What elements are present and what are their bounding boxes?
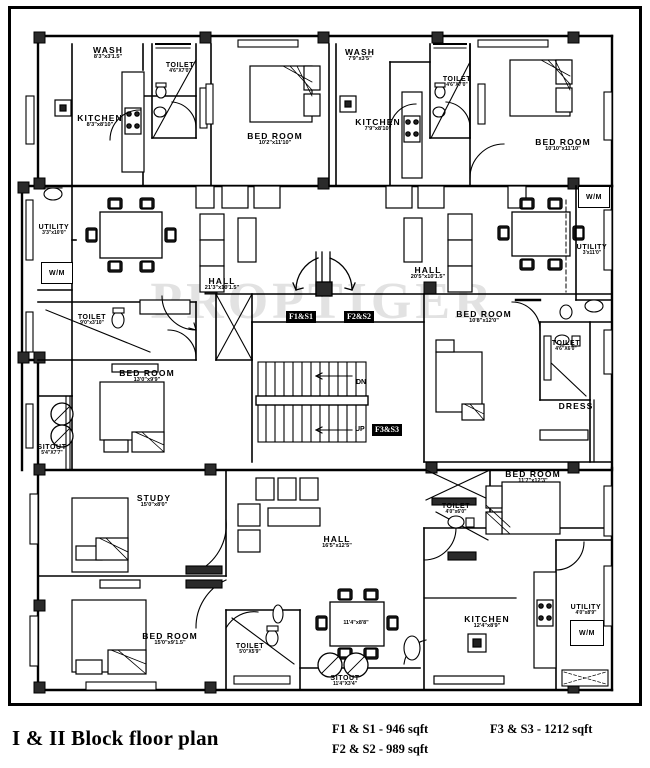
room-dim: 20'5"x10'1.5" <box>410 273 446 280</box>
room-name: WASH <box>93 45 123 55</box>
room-name: BED ROOM <box>142 631 198 641</box>
room-dim: 8'3"x8'10" <box>86 121 114 128</box>
room-name: TOILET <box>441 503 471 510</box>
room-label-toilet-3: TOILET 9'0"x3'10" <box>78 314 106 327</box>
room-label-bedroom-1: BED ROOM 10'2"x11'10" <box>247 132 303 147</box>
room-name: HALL <box>208 276 236 286</box>
room-label-kitchen-2: KITCHEN 7'9"x8'10" <box>355 118 400 133</box>
room-dim: 12'4"x8'9" <box>473 622 501 629</box>
room-label-bedroom-3: BED ROOM 13'0"x9'9" <box>119 369 175 384</box>
room-dim: 5'0"X5'9" <box>239 649 261 656</box>
room-name: KITCHEN <box>77 113 123 123</box>
flat-tag-f1s1: F1&S1 <box>286 311 316 323</box>
room-dim: 4'6"X7'0" <box>169 68 191 75</box>
room-name: BED ROOM <box>456 309 512 319</box>
room-name: UTILITY <box>38 224 70 231</box>
room-dim: 8'3"x3'1.5" <box>93 53 123 60</box>
room-name: UTILITY <box>576 244 608 251</box>
room-label-kitchen-3: KITCHEN 12'4"x8'9" <box>464 615 509 630</box>
room-label-utility-3: UTILITY 4'0"x8'9" <box>571 604 602 617</box>
area-f3s3: F3 & S3 - 1212 sqft <box>490 722 593 736</box>
washing-machine-1: W/M <box>41 262 73 284</box>
room-dim: 9'0"x3'10" <box>80 320 104 327</box>
room-label-hall-1: HALL 21'3"x10'1.5" <box>205 277 239 292</box>
room-dim: 4'6"X6'0" <box>555 346 577 353</box>
room-label-dress-1: DRESS <box>559 402 594 411</box>
room-dim: 11'7"x12'3" <box>518 477 548 484</box>
room-label-study-1: STUDY 15'0"x8'0" <box>137 494 171 509</box>
room-name: KITCHEN <box>355 117 401 127</box>
room-dim: 3'3"x10'0" <box>42 230 66 237</box>
room-label-wash-2: WASH 7'9"x3'5" <box>345 48 375 63</box>
room-name: HALL <box>323 534 351 544</box>
area-f2s2: F2 & S2 - 989 sqft <box>332 742 429 756</box>
room-name: SITOUT <box>330 675 360 682</box>
room-label-utility-1: UTILITY 3'3"x10'0" <box>39 224 70 237</box>
flat-tag-f2s2: F2&S2 <box>344 311 374 323</box>
room-name: UTILITY <box>570 604 602 611</box>
page-title: I & II Block floor plan <box>12 726 219 750</box>
room-label-sitout-1: SITOUT 5'4"X7'7" <box>37 444 66 457</box>
floor-plan-drawing: PROPTIGER <box>8 6 642 706</box>
room-dim: 7'9"x8'10" <box>364 125 392 132</box>
room-label-wash-1: WASH 8'3"x3'1.5" <box>93 46 123 61</box>
room-label-bedroom-5: BED ROOM 15'0"x9'1.5" <box>142 632 198 647</box>
room-dim: 10'8"x12'0" <box>469 317 499 324</box>
room-label-toilet-4: TOILET 4'6"X6'0" <box>552 340 580 353</box>
room-name: STUDY <box>136 493 172 503</box>
room-name: HALL <box>414 265 442 275</box>
room-name: DRESS <box>558 401 594 411</box>
room-dim: 5'4"X7'7" <box>41 450 63 457</box>
washing-machine-2: W/M <box>578 186 610 208</box>
area-f1s1: F1 & S1 - 946 sqft <box>332 722 429 736</box>
room-name: TOILET <box>551 340 581 347</box>
stair-up-label: UP <box>355 426 365 433</box>
room-label-kitchen-1: KITCHEN 8'3"x8'10" <box>77 114 122 129</box>
room-label-toilet-2: TOILET 4'6"X7'0" <box>443 76 471 89</box>
room-dim: 3'x11'0" <box>582 250 602 257</box>
room-dim: 10'2"x11'10" <box>258 139 292 146</box>
room-dim: 16'5"x12'5" <box>322 542 352 549</box>
room-name: BED ROOM <box>247 131 303 141</box>
room-dim: 10'10"x11'10" <box>545 145 581 152</box>
room-label-bedroom-4: BED ROOM 10'8"x12'0" <box>456 310 512 325</box>
room-dim: 15'0"x9'1.5" <box>154 639 186 646</box>
room-name: BED ROOM <box>505 469 561 479</box>
room-label-bedroom-6: BED ROOM 11'7"x12'3" <box>505 470 561 485</box>
room-dim: 13'0"x9'9" <box>133 376 161 383</box>
room-label-toilet-5: TOILET 5'0"X5'9" <box>236 643 264 656</box>
room-dim: 11'4"X3'4" <box>332 681 358 688</box>
flat-tag-f3s3: F3&S3 <box>372 424 402 436</box>
plan-vector-layer <box>17 31 614 694</box>
room-name: BED ROOM <box>535 137 591 147</box>
room-name: TOILET <box>77 314 107 321</box>
room-dim: 4'0"x6'0" <box>445 509 467 516</box>
room-dim: 15'0"x8'0" <box>140 501 168 508</box>
room-dim: 7'9"x3'5" <box>348 55 372 62</box>
room-label-hall-2: HALL 20'5"x10'1.5" <box>411 266 445 281</box>
room-name: WASH <box>345 47 375 57</box>
room-name: TOILET <box>235 643 265 650</box>
room-label-bedroom-2: BED ROOM 10'10"x11'10" <box>535 138 591 153</box>
room-label-toilet-1: TOILET 4'6"X7'0" <box>166 62 194 75</box>
room-dim: 4'6"X7'0" <box>446 82 468 89</box>
dining-dim-label: 11'4"x8'8" <box>343 620 369 626</box>
room-label-toilet-6: TOILET 4'0"x6'0" <box>442 503 470 516</box>
washing-machine-3: W/M <box>570 620 604 646</box>
room-name: TOILET <box>165 62 195 69</box>
room-label-hall-3: HALL 16'5"x12'5" <box>322 535 352 550</box>
room-label-sitout-2: SITOUT 11'4"X3'4" <box>330 675 359 688</box>
room-name: TOILET <box>442 76 472 83</box>
stair-down-label: DN <box>356 379 367 386</box>
room-name: BED ROOM <box>119 368 175 378</box>
room-name: KITCHEN <box>464 614 510 624</box>
plan-footer: I & II Block floor plan F1 & S1 - 946 sq… <box>0 712 650 768</box>
room-dim: 4'0"x8'9" <box>575 610 597 617</box>
room-dim: 21'3"x10'1.5" <box>204 284 240 291</box>
room-name: SITOUT <box>37 444 67 451</box>
room-label-utility-2: UTILITY 3'x11'0" <box>577 244 608 257</box>
